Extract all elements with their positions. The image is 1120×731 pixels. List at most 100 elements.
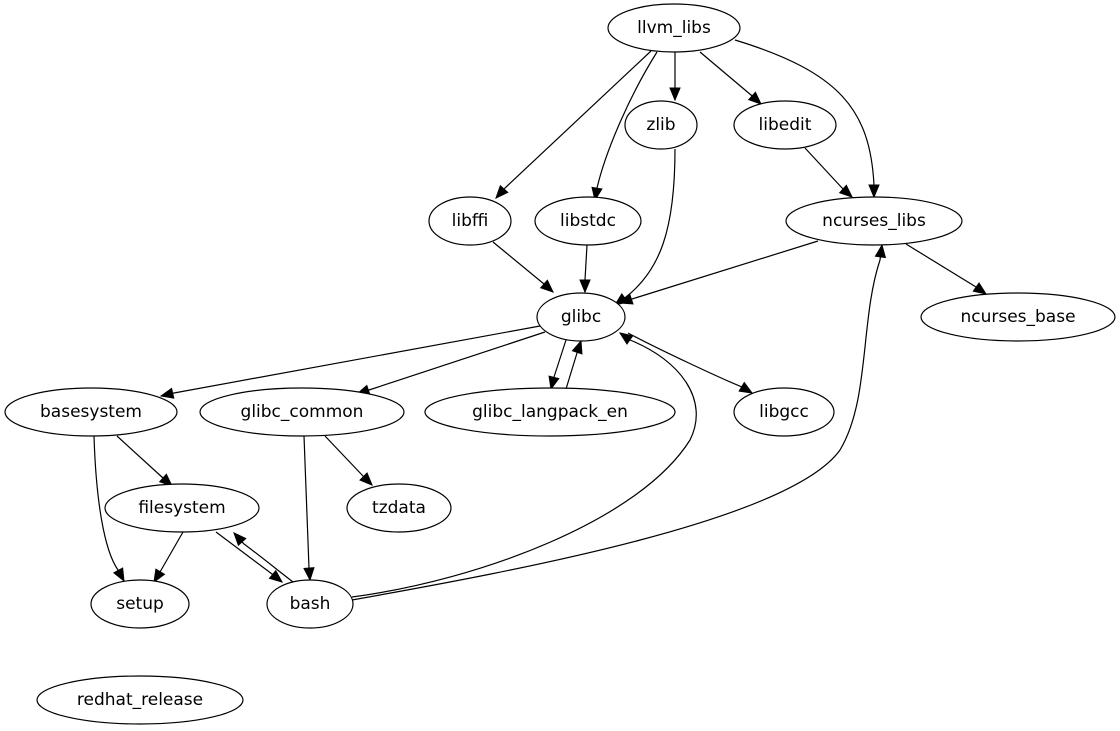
- edge-bash-to-glibc: [351, 332, 697, 598]
- node-label: ncurses_libs: [822, 211, 926, 231]
- edge-line: [734, 39, 875, 197]
- arrowhead-icon: [747, 91, 762, 105]
- edge-line: [356, 331, 546, 395]
- node-label: filesystem: [138, 498, 225, 518]
- node-zlib[interactable]: zlib: [624, 100, 698, 150]
- edge-line: [351, 244, 883, 601]
- node-label: llvm_libs: [637, 18, 711, 38]
- edge-libstdc-to-glibc: [579, 244, 591, 294]
- edge-glibc_langpack_en-to-glibc: [565, 339, 583, 390]
- node-tzdata[interactable]: tzdata: [346, 483, 452, 533]
- edge-glibc-to-basesystem: [159, 325, 541, 399]
- edge-line: [93, 435, 125, 582]
- node-filesystem[interactable]: filesystem: [104, 483, 260, 533]
- node-ellipse: [785, 196, 963, 246]
- arrowhead-icon: [571, 339, 583, 355]
- node-label: basesystem: [40, 402, 142, 422]
- edge-llvm_libs-to-zlib: [669, 52, 681, 102]
- arrowhead-icon: [669, 87, 681, 102]
- arrowhead-icon: [838, 184, 853, 198]
- arrowhead-icon: [539, 279, 554, 293]
- node-redhat-release[interactable]: redhat_release: [36, 675, 244, 725]
- edge-line: [594, 51, 658, 201]
- edge-glibc-to-glibc_langpack_en: [548, 339, 567, 391]
- node-ellipse: [266, 579, 354, 629]
- arrowhead-icon: [618, 293, 634, 305]
- edge-line: [905, 243, 987, 295]
- arrowhead-icon: [112, 567, 125, 583]
- node-glibc[interactable]: glibc: [536, 292, 626, 342]
- node-ellipse: [428, 196, 512, 246]
- node-label: zlib: [646, 115, 675, 135]
- node-ellipse: [36, 675, 244, 725]
- edge-libedit-to-ncurses_libs: [804, 147, 853, 198]
- node-label: glibc_langpack_en: [472, 402, 628, 422]
- node-ellipse: [920, 292, 1116, 342]
- node-ellipse: [733, 387, 835, 437]
- node-label: libgcc: [759, 402, 809, 422]
- arrowhead-icon: [738, 381, 754, 394]
- arrowhead-icon: [159, 387, 175, 399]
- edge-ncurses_libs-to-glibc: [618, 240, 819, 305]
- arrowhead-icon: [579, 279, 591, 294]
- node-libgcc[interactable]: libgcc: [733, 387, 835, 437]
- edge-libffi-to-glibc: [492, 241, 554, 293]
- node-libedit[interactable]: libedit: [733, 100, 837, 150]
- node-ellipse: [346, 483, 452, 533]
- edge-llvm_libs-to-libffi: [495, 50, 652, 199]
- node-glibc-langpack-en[interactable]: glibc_langpack_en: [424, 387, 676, 437]
- node-setup[interactable]: setup: [90, 579, 190, 629]
- arrowhead-icon: [972, 282, 988, 295]
- node-label: libstdc: [560, 211, 616, 231]
- node-ellipse: [534, 196, 642, 246]
- edge-llvm_libs-to-ncurses_libs: [734, 39, 880, 199]
- edge-line: [160, 325, 541, 397]
- arrowhead-icon: [153, 568, 166, 584]
- node-ellipse: [536, 292, 626, 342]
- edge-glibc_common-to-bash: [303, 435, 315, 582]
- edge-line: [614, 148, 676, 306]
- node-ellipse: [624, 100, 698, 150]
- node-label: redhat_release: [77, 690, 203, 710]
- node-ncurses-libs[interactable]: ncurses_libs: [785, 196, 963, 246]
- node-label: glibc_common: [241, 402, 364, 422]
- node-bash[interactable]: bash: [266, 579, 354, 629]
- node-basesystem[interactable]: basesystem: [4, 387, 178, 437]
- edges-layer: [93, 39, 988, 601]
- arrowhead-icon: [868, 184, 880, 199]
- node-ellipse: [90, 579, 190, 629]
- edge-basesystem-to-filesystem: [116, 435, 173, 487]
- arrowhead-icon: [233, 532, 247, 547]
- edge-basesystem-to-setup: [93, 435, 125, 583]
- node-ncurses-base[interactable]: ncurses_base: [920, 292, 1116, 342]
- edge-filesystem-to-bash: [215, 531, 284, 583]
- arrowhead-icon: [359, 472, 373, 486]
- edge-line: [627, 332, 753, 394]
- node-llvm-libs[interactable]: llvm_libs: [607, 3, 741, 53]
- node-ellipse: [607, 3, 741, 53]
- arrowhead-icon: [548, 375, 560, 391]
- edge-llvm_libs-to-libedit: [699, 51, 762, 105]
- edge-filesystem-to-setup: [153, 531, 184, 584]
- node-ellipse: [733, 100, 837, 150]
- node-libstdc[interactable]: libstdc: [534, 196, 642, 246]
- edge-glibc-to-libgcc: [627, 332, 754, 394]
- node-label: tzdata: [372, 498, 426, 518]
- edge-line: [303, 435, 311, 581]
- node-label: libedit: [759, 115, 812, 135]
- node-ellipse: [424, 387, 676, 437]
- node-libffi[interactable]: libffi: [428, 196, 512, 246]
- arrowhead-icon: [303, 567, 315, 582]
- arrowhead-icon: [158, 473, 173, 487]
- edge-glibc-to-glibc_common: [355, 331, 546, 396]
- arrowhead-icon: [874, 243, 887, 259]
- edge-glibc_common-to-tzdata: [324, 435, 373, 486]
- edge-bash-to-filesystem: [233, 532, 294, 583]
- node-ellipse: [4, 387, 178, 437]
- node-label: glibc: [561, 307, 601, 327]
- node-ellipse: [104, 483, 260, 533]
- arrowhead-icon: [618, 332, 634, 345]
- node-label: libffi: [452, 211, 489, 231]
- node-glibc-common[interactable]: glibc_common: [199, 387, 405, 437]
